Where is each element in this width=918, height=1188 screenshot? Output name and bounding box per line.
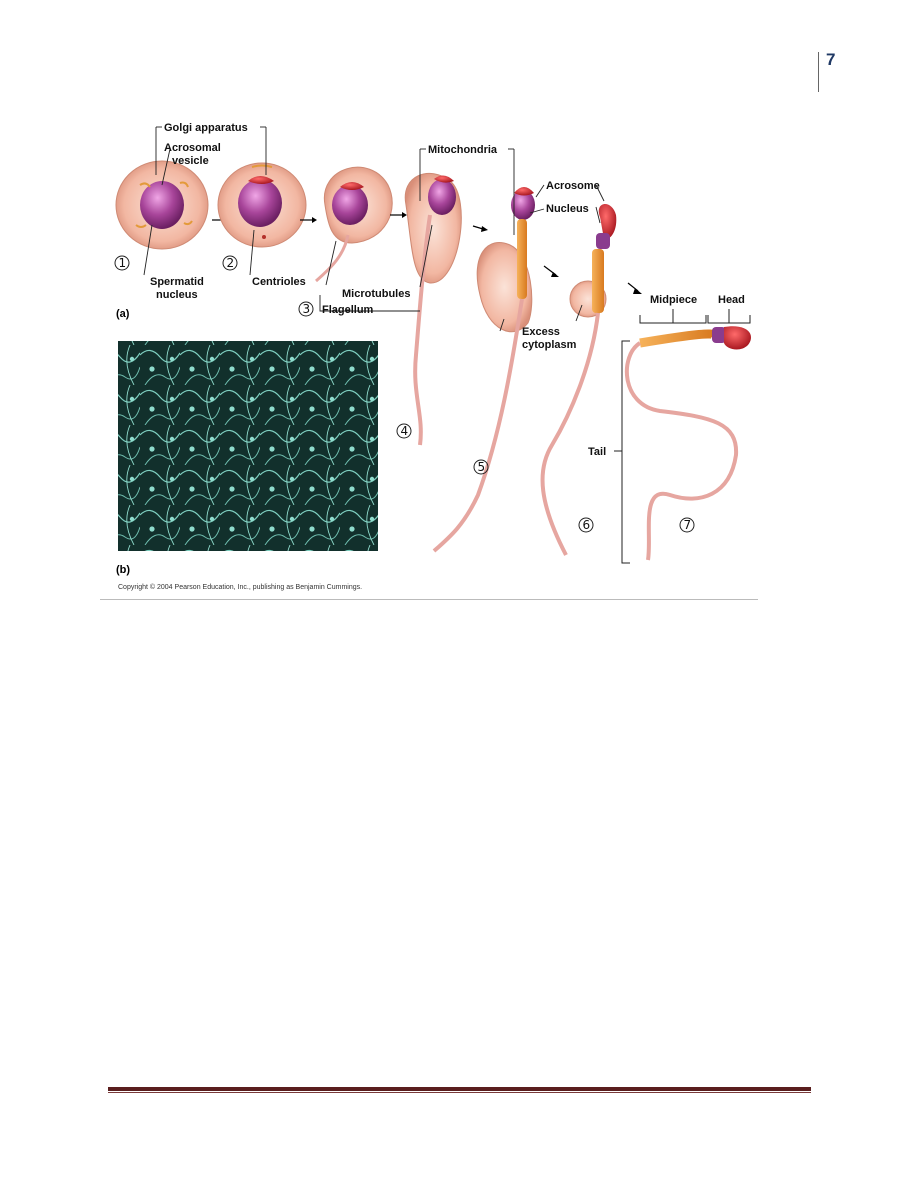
stage-6-spermatid <box>540 203 617 556</box>
panel-b-label: (b) <box>116 564 130 576</box>
spermiogenesis-figure: Golgi apparatus Acrosomal vesicle Sperma… <box>100 105 760 600</box>
label-golgi-apparatus: Golgi apparatus <box>164 122 248 134</box>
arrow-4-to-5 <box>472 225 484 230</box>
step-4-number: 4 <box>401 424 409 438</box>
label-acrosome: Acrosome <box>546 180 600 192</box>
panel-a-label: (a) <box>116 308 130 320</box>
step-3-number: 3 <box>303 302 311 316</box>
label-flagellum: Flagellum <box>322 304 374 316</box>
label-midpiece: Midpiece <box>650 294 697 306</box>
step-2-number: 2 <box>227 256 235 270</box>
stage-5-spermatid <box>432 187 535 553</box>
page-number-rule <box>818 52 819 92</box>
label-nucleus: Nucleus <box>546 203 589 215</box>
stage-4-spermatid <box>404 172 462 446</box>
label-mitochondria: Mitochondria <box>428 144 498 156</box>
page-number: 7 <box>826 50 836 69</box>
step-markers: 1 2 3 4 5 6 7 <box>114 255 695 533</box>
label-head: Head <box>718 294 745 306</box>
label-microtubules: Microtubules <box>342 288 410 300</box>
step-6-number: 6 <box>583 518 591 532</box>
figure-copyright: Copyright © 2004 Pearson Education, Inc.… <box>118 584 363 591</box>
leader-lines <box>143 126 605 332</box>
tail-bracket <box>621 340 630 564</box>
stage-7-spermatozoon <box>625 326 751 561</box>
figure-bottom-rule <box>100 599 758 600</box>
step-5-number: 5 <box>478 460 486 474</box>
label-spermatid-nucleus-2: nucleus <box>156 289 198 301</box>
footer-rule-thin <box>108 1092 811 1093</box>
stage-1-cell <box>115 160 209 250</box>
label-acrosomal-vesicle-1: Acrosomal <box>164 142 221 154</box>
label-centrioles: Centrioles <box>252 276 306 288</box>
label-excess-cytoplasm-2: cytoplasm <box>522 339 577 351</box>
label-spermatid-nucleus-1: Spermatid <box>150 276 204 288</box>
micrograph-image <box>118 341 378 551</box>
label-tail: Tail <box>588 446 606 458</box>
step-1-number: 1 <box>119 256 127 270</box>
step-7-number: 7 <box>684 518 692 532</box>
stage-2-cell <box>217 162 307 248</box>
figure-illustration: Golgi apparatus Acrosomal vesicle Sperma… <box>114 122 751 576</box>
footer-rule <box>108 1087 811 1091</box>
stage-3-cell <box>315 166 393 283</box>
label-acrosomal-vesicle-2: vesicle <box>172 155 209 167</box>
label-excess-cytoplasm-1: Excess <box>522 326 560 338</box>
